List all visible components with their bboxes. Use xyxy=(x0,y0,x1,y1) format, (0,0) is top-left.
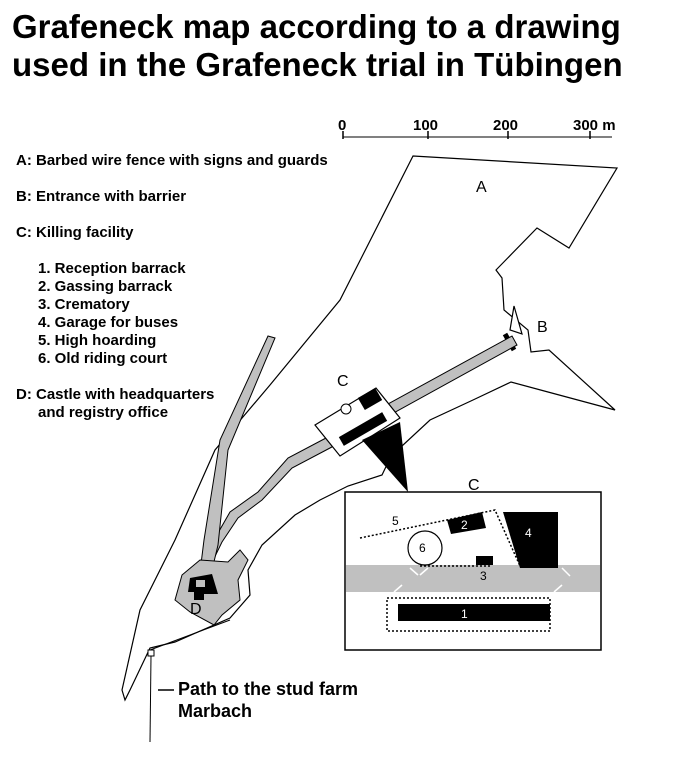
legend-subitem-3: 3. Crematory xyxy=(38,296,130,313)
legend-item-c: C: Killing facility xyxy=(16,224,134,241)
legend-subitem-1: 1. Reception barrack xyxy=(38,260,186,277)
legend-subitem-5: 5. High hoarding xyxy=(38,332,157,349)
facility-c xyxy=(314,387,401,457)
legend-subitem-2: 2. Gassing barrack xyxy=(38,278,173,295)
legend-item-a: A: Barbed wire fence with signs and guar… xyxy=(16,152,328,169)
title-line-1: Grafeneck map according to a drawing xyxy=(12,8,621,45)
inset-label-6: 6 xyxy=(419,541,426,555)
zoom-wedge xyxy=(362,422,408,492)
path-label-line-1: Path to the stud farm xyxy=(178,679,359,699)
path-to-stud-farm xyxy=(149,619,231,651)
inset-label-4: 4 xyxy=(525,526,532,540)
inset-detail: 1 2 3 4 5 6 xyxy=(344,491,602,651)
path-label-line-2: Marbach xyxy=(178,701,253,721)
legend-subitem-6: 6. Old riding court xyxy=(38,350,168,367)
map-label-a: A xyxy=(476,179,487,196)
gate-b xyxy=(509,305,523,335)
page-title: Grafeneck map according to a drawing use… xyxy=(12,8,672,84)
map-label-b: B xyxy=(537,319,548,336)
map-label-d: D xyxy=(190,601,202,618)
title-line-2: used in the Grafeneck trial in Tübingen xyxy=(12,46,623,83)
inset-label-1: 1 xyxy=(461,607,468,621)
scale-tick-0: 0 xyxy=(338,117,346,134)
legend-item-d-line2: and registry office xyxy=(38,404,169,421)
spur-road xyxy=(199,335,276,573)
inset-label-5: 5 xyxy=(392,514,399,528)
legend-item-d-line1: D: Castle with headquarters xyxy=(16,386,215,403)
path-label: Path to the stud farm Marbach xyxy=(178,678,358,722)
inset-label-3: 3 xyxy=(480,569,487,583)
scale-tick-300: 300 m xyxy=(573,117,616,134)
map-label-c: C xyxy=(337,373,349,390)
legend-subitem-4: 4. Garage for buses xyxy=(38,314,179,331)
fence-boundary xyxy=(121,155,619,702)
scale-tick-100: 100 xyxy=(413,117,438,134)
inset-label-2: 2 xyxy=(461,518,468,532)
legend-item-b: B: Entrance with barrier xyxy=(16,188,187,205)
scale-tick-200: 200 xyxy=(493,117,518,134)
path-line xyxy=(149,655,152,743)
scale-bar: 0 100 200 300 m xyxy=(338,117,616,139)
path-marker xyxy=(147,649,155,657)
inset-title-c: C xyxy=(468,477,480,494)
castle-courtyard xyxy=(196,580,205,587)
